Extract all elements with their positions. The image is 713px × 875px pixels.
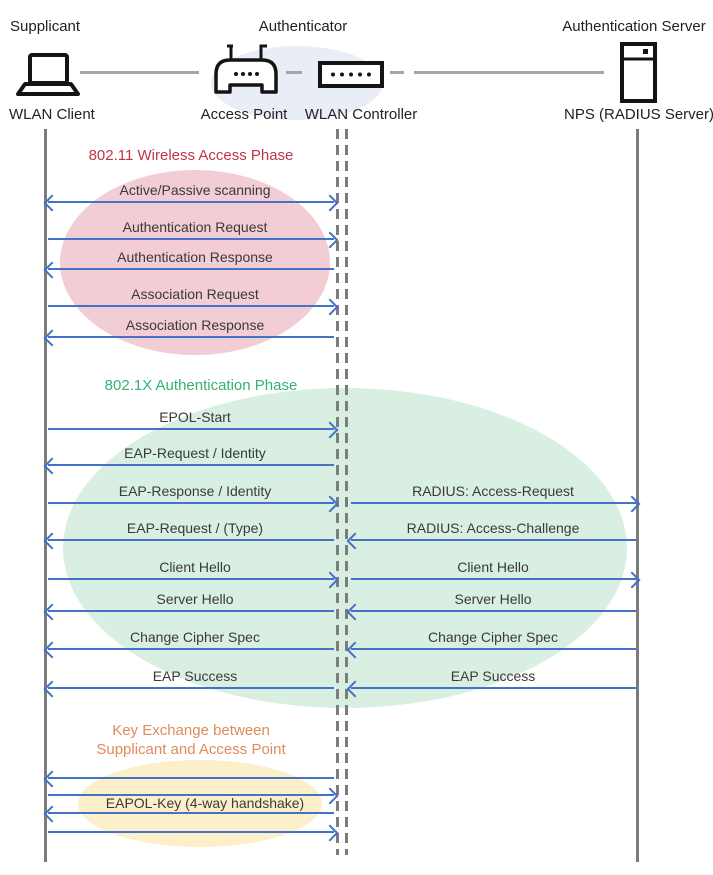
phase-title-wireless-access: 802.11 Wireless Access Phase <box>88 147 294 164</box>
arrow-scanning <box>43 194 339 212</box>
arrow-radius-access-challenge <box>346 532 636 550</box>
arrow-epol-start <box>48 421 339 439</box>
arrow-key-exchange-2 <box>48 787 339 805</box>
arrow-eap-request-type <box>43 532 334 550</box>
phase-title-key-exchange-line2: Supplicant and Access Point <box>96 741 286 758</box>
label-eap-request-type: EAP-Request / (Type) <box>126 520 264 536</box>
role-authenticator: Authenticator <box>258 18 348 35</box>
device-wlan-client: WLAN Client <box>9 106 95 123</box>
connector-line <box>80 71 199 74</box>
label-association-request: Association Request <box>131 286 259 302</box>
label-radius-access-challenge: RADIUS: Access-Challenge <box>406 520 580 536</box>
arrow-eap-response-identity <box>48 495 339 513</box>
connector-dash <box>390 71 404 74</box>
arrow-association-request <box>48 298 339 316</box>
phase-title-key-exchange: Key Exchange between Supplicant and Acce… <box>60 721 322 759</box>
server-icon <box>620 42 657 103</box>
label-authentication-response: Authentication Response <box>117 249 273 265</box>
label-eap-success-left: EAP Success <box>152 668 238 684</box>
label-eap-request-identity: EAP-Request / Identity <box>124 445 266 461</box>
role-supplicant: Supplicant <box>10 18 81 35</box>
arrow-association-response <box>43 329 334 347</box>
connector-line <box>414 71 604 74</box>
label-authentication-request: Authentication Request <box>122 219 268 235</box>
lifeline-supplicant <box>44 129 47 862</box>
label-scanning: Active/Passive scanning <box>119 182 271 198</box>
lifeline-authenticator-dashed <box>336 129 339 855</box>
label-change-cipher-spec-right: Change Cipher Spec <box>428 629 558 645</box>
arrow-key-exchange-4 <box>48 824 339 842</box>
label-server-hello-right: Server Hello <box>454 591 532 607</box>
laptop-icon <box>16 53 80 96</box>
arrow-eap-success-left <box>43 680 334 698</box>
phase-title-dot1x-auth: 802.1X Authentication Phase <box>104 377 298 394</box>
label-change-cipher-spec-left: Change Cipher Spec <box>130 629 260 645</box>
wireless-access-phase-ellipse <box>60 170 330 355</box>
arrow-server-hello-right <box>346 603 636 621</box>
label-radius-access-request: RADIUS: Access-Request <box>412 483 574 499</box>
arrow-client-hello-left <box>48 571 339 589</box>
label-association-response: Association Response <box>125 317 265 333</box>
device-access-point: Access Point <box>200 106 288 123</box>
arrow-server-hello-left <box>43 603 334 621</box>
arrow-authentication-request <box>48 231 339 249</box>
label-client-hello-right: Client Hello <box>457 559 529 575</box>
label-eap-success-right: EAP Success <box>450 668 536 684</box>
label-eap-response-identity: EAP-Response / Identity <box>118 483 272 499</box>
phase-title-key-exchange-line1: Key Exchange between <box>112 722 270 739</box>
label-client-hello-left: Client Hello <box>159 559 231 575</box>
lifeline-authenticator-dashed <box>345 129 348 855</box>
arrow-eap-success-right <box>346 680 636 698</box>
device-nps: NPS (RADIUS Server) <box>563 106 713 123</box>
arrow-key-exchange-3 <box>43 805 334 823</box>
arrow-authentication-response <box>43 261 334 279</box>
role-authentication-server: Authentication Server <box>562 18 706 35</box>
connector-dash <box>286 71 302 74</box>
device-wlan-controller: WLAN Controller <box>304 106 418 123</box>
label-server-hello-left: Server Hello <box>156 591 234 607</box>
wlan-controller-icon <box>318 61 384 88</box>
arrow-radius-access-request <box>351 495 641 513</box>
arrow-change-cipher-spec-left <box>43 641 334 659</box>
label-epol-start: EPOL-Start <box>159 409 231 425</box>
arrow-client-hello-right <box>351 571 641 589</box>
arrow-change-cipher-spec-right <box>346 641 636 659</box>
lifeline-auth-server <box>636 129 639 862</box>
label-eapol-key: EAPOL-Key (4-way handshake) <box>105 795 305 811</box>
access-point-icon <box>214 44 278 94</box>
arrow-eap-request-identity <box>43 457 334 475</box>
arrow-key-exchange-1 <box>43 770 334 788</box>
